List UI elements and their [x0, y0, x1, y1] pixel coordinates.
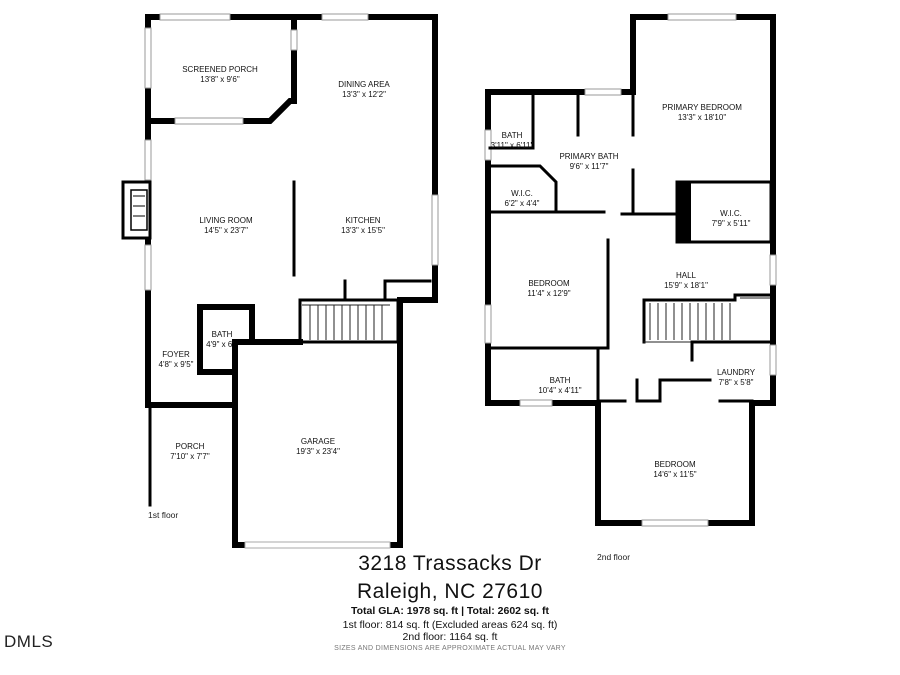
dining-area-dim: 13'3" x 12'2" [342, 90, 386, 99]
living-room-dim: 14'5" x 23'7" [204, 226, 248, 235]
bath-lower-dim: 10'4" x 4'11" [538, 386, 581, 395]
laundry-name: LAUNDRY [717, 368, 756, 377]
hall-dim: 15'9" x 18'1" [664, 281, 708, 290]
bath-small-dim: 3'11" x 6'11" [491, 141, 534, 150]
bath-lower-name: BATH [550, 376, 571, 385]
living-room-name: LIVING ROOM [199, 216, 253, 225]
screened-porch-dim: 13'8" x 9'6" [200, 75, 240, 84]
second-floor-plan [484, 13, 777, 527]
second-floor-label: 2nd floor [597, 552, 630, 562]
first-floor-label: 1st floor [148, 510, 178, 520]
kitchen-name: KITCHEN [345, 216, 380, 225]
disclaimer: SIZES AND DIMENSIONS ARE APPROXIMATE ACT… [334, 645, 566, 652]
bedroom-bottom-dim: 14'6" x 11'5" [653, 470, 696, 479]
primary-bath-name: PRIMARY BATH [559, 152, 618, 161]
foyer-name: FOYER [162, 350, 190, 359]
bath-small-name: BATH [502, 131, 523, 140]
bedroom-bottom-name: BEDROOM [654, 460, 696, 469]
porch-name: PORCH [176, 442, 205, 451]
laundry-dim: 7'8" x 5'8" [719, 378, 754, 387]
address-line-1: 3218 Trassacks Dr [358, 552, 542, 575]
second-floor-area: 2nd floor: 1164 sq. ft [402, 631, 498, 643]
foyer-dim: 4'8" x 9'5" [159, 360, 194, 369]
bedroom-left-name: BEDROOM [528, 279, 570, 288]
first-floor-plan [121, 13, 439, 549]
wic-left-dim: 6'2" x 4'4" [505, 199, 540, 208]
stairs-second-floor [642, 293, 772, 344]
primary-bath-dim: 9'6" x 11'7" [570, 162, 609, 171]
address-line-2: Raleigh, NC 27610 [357, 580, 543, 603]
wic-right-dim: 7'9" x 5'11" [712, 219, 751, 228]
bath-first-dim: 4'9" x 6' [206, 340, 234, 349]
garage-name: GARAGE [301, 437, 335, 446]
porch-dim: 7'10" x 7'7" [170, 452, 210, 461]
first-floor-area: 1st floor: 814 sq. ft (Excluded areas 62… [342, 619, 558, 631]
primary-bedroom-dim: 13'3" x 18'10" [678, 113, 726, 122]
kitchen-dim: 13'3" x 15'5" [341, 226, 385, 235]
hall-name: HALL [676, 271, 697, 280]
wic-left-name: W.I.C. [511, 189, 533, 198]
primary-bedroom-name: PRIMARY BEDROOM [662, 103, 742, 112]
stairs-first-floor [302, 304, 390, 340]
garage-dim: 19'3" x 23'4" [296, 447, 340, 456]
mls-watermark: DMLS [4, 632, 54, 651]
dining-area-name: DINING AREA [338, 80, 390, 89]
screened-porch-name: SCREENED PORCH [182, 65, 258, 74]
total-gla: Total GLA: 1978 sq. ft | Total: 2602 sq.… [351, 605, 549, 617]
wic-right-name: W.I.C. [720, 209, 742, 218]
bedroom-left-dim: 11'4" x 12'9" [527, 289, 570, 298]
bath-first-name: BATH [212, 330, 233, 339]
